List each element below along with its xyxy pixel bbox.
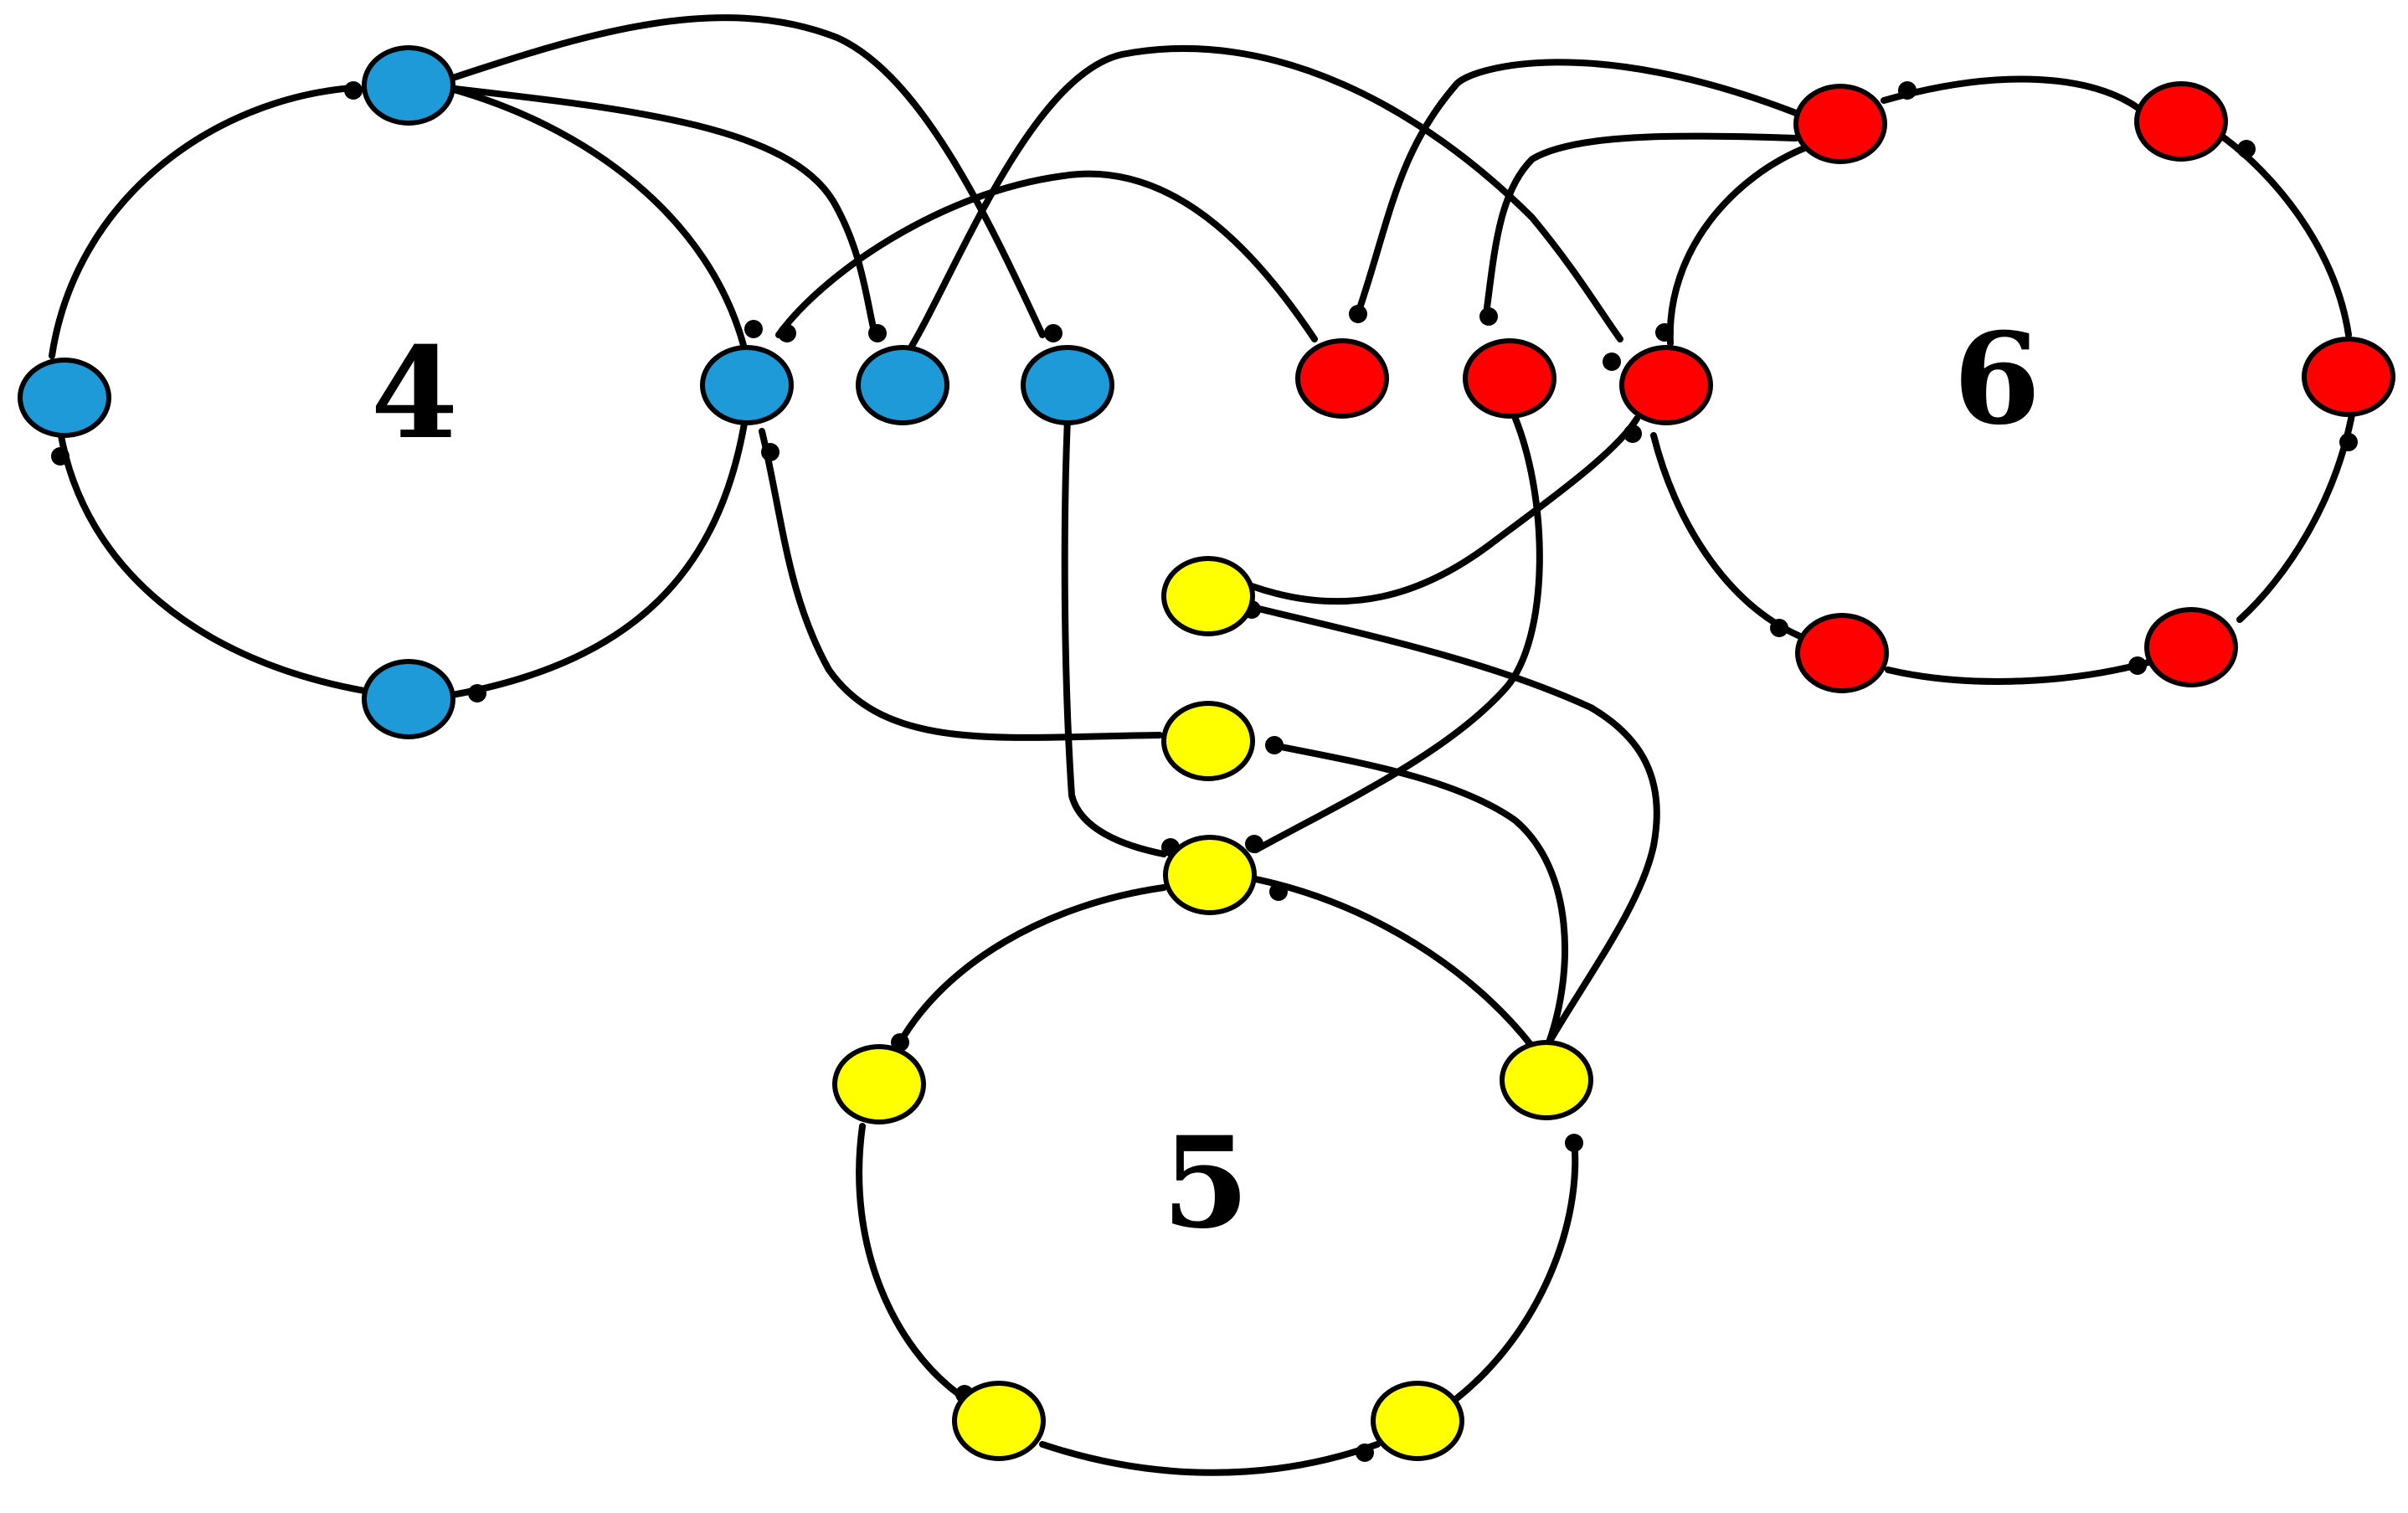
cluster-label-4: 4 bbox=[371, 320, 458, 467]
edge-dot bbox=[744, 320, 763, 338]
node-r_b bbox=[1463, 338, 1556, 419]
edge-r_right-r_bottom_right bbox=[2236, 407, 2356, 623]
node-r_a bbox=[1295, 338, 1389, 419]
edge-r_bottom_right-r_bottom_left bbox=[1885, 658, 2155, 685]
edge-dot bbox=[1623, 425, 1642, 443]
edge-r_ring_left-r_top_left bbox=[1666, 143, 1812, 347]
cluster-label-5: 5 bbox=[1162, 1109, 1249, 1257]
edge-dot bbox=[778, 324, 796, 342]
node-b_top bbox=[362, 45, 455, 126]
edge-y_mid-b_ring_right bbox=[759, 428, 1163, 741]
edge-b_ring_right-b_bottom bbox=[449, 415, 749, 698]
node-b_left bbox=[18, 358, 111, 438]
edge-dot bbox=[1603, 353, 1621, 371]
nodes bbox=[18, 45, 2395, 1461]
edge-dot bbox=[761, 443, 780, 461]
node-r_top_right bbox=[2134, 81, 2228, 162]
edge-dot bbox=[468, 684, 486, 702]
edge-b_bottom-b_left bbox=[57, 428, 368, 694]
node-y_mid bbox=[1161, 701, 1255, 781]
edge-dot bbox=[868, 324, 887, 342]
edge-r_b-y_top bbox=[1253, 415, 1543, 853]
edge-dot bbox=[2339, 433, 2358, 451]
node-r_top_left bbox=[1793, 84, 1887, 164]
node-r_bottom_left bbox=[1795, 613, 1889, 693]
edge-dot bbox=[1356, 1444, 1374, 1462]
edge-r_top_left-r_b bbox=[1483, 132, 1799, 317]
edge-dot bbox=[1655, 323, 1674, 342]
edge-b_out-y_top bbox=[1061, 415, 1167, 857]
edge-dot bbox=[1269, 883, 1288, 901]
node-b_out bbox=[1021, 345, 1114, 425]
node-b_bottom bbox=[362, 659, 455, 739]
node-y_top bbox=[1163, 835, 1257, 915]
edge-dot bbox=[344, 81, 363, 100]
edge-y_bottom_right-y_right bbox=[1454, 1135, 1579, 1402]
edge-dot bbox=[51, 447, 69, 466]
node-r_right bbox=[2302, 337, 2395, 417]
edge-y_left-y_bottom_left bbox=[856, 1123, 962, 1397]
edge-y_right-y_top bbox=[1253, 876, 1536, 1050]
edge-dot bbox=[1044, 324, 1063, 342]
edge-b_top-r_ring_left bbox=[905, 44, 1623, 355]
cluster-label-6: 6 bbox=[1953, 306, 2040, 453]
edge-r_bottom_left-r_ring_left bbox=[1650, 432, 1803, 640]
edge-r_top_left-r_top_right bbox=[1881, 75, 2143, 112]
edge-b_top-b_ring_right bbox=[445, 85, 749, 355]
edge-y_right-y_mid bbox=[1269, 742, 1569, 1046]
node-b_ring_right bbox=[700, 345, 794, 425]
edge-dot bbox=[1479, 307, 1498, 326]
edge-b_left-b_top bbox=[49, 85, 355, 359]
edge-y_top-y_left bbox=[897, 884, 1167, 1046]
node-y_bottom_right bbox=[1371, 1381, 1464, 1461]
edge-dot bbox=[1245, 835, 1263, 853]
edge-dot bbox=[1265, 736, 1284, 754]
edge-b_top-b_out bbox=[445, 14, 1046, 338]
node-r_bottom_right bbox=[2144, 607, 2238, 687]
edge-r_a-b_ring_right bbox=[775, 170, 1318, 342]
edge-y_upper-r_ring_left bbox=[1248, 415, 1640, 605]
node-r_ring_left bbox=[1619, 345, 1713, 425]
edge-dot bbox=[2237, 140, 2256, 158]
node-y_right bbox=[1500, 1040, 1593, 1120]
node-b_mid bbox=[856, 345, 949, 425]
cluster-labels: 4 5 6 bbox=[371, 306, 2040, 1257]
edge-dot bbox=[1565, 1134, 1583, 1152]
edge-r_top_left-r_a bbox=[1357, 59, 1799, 309]
node-y_bottom_left bbox=[952, 1381, 1046, 1461]
edge-y_right-y_upper bbox=[1248, 604, 1660, 1046]
node-y_left bbox=[832, 1044, 926, 1124]
edge-r_top_right-r_right bbox=[2215, 131, 2352, 338]
edge-b_top-b_mid bbox=[445, 85, 878, 338]
edge-dot bbox=[1349, 305, 1367, 323]
edge-dot bbox=[2128, 656, 2147, 675]
edge-dot bbox=[1770, 619, 1788, 637]
edge-dot bbox=[1898, 81, 1917, 100]
edge-y_bottom_left-y_bottom_right bbox=[1039, 1441, 1381, 1476]
node-y_upper bbox=[1161, 556, 1255, 636]
